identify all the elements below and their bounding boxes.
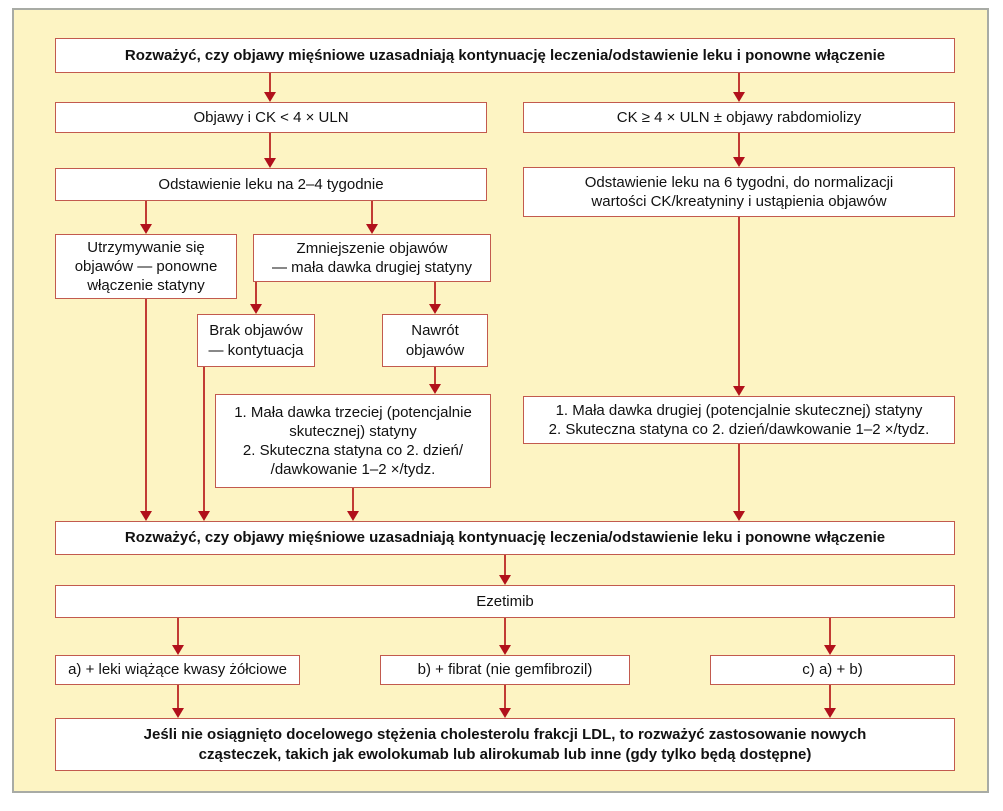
arrow-down <box>829 685 831 708</box>
box-ldl-new-drugs: Jeśli nie osiągnięto docelowego stężenia… <box>55 718 955 771</box>
box-option-c: c) a) + b) <box>710 655 955 685</box>
box-withdraw-6-weeks: Odstawienie leku na 6 tygodni, do normal… <box>523 167 955 217</box>
arrow-down <box>504 555 506 575</box>
arrow-down <box>145 299 147 511</box>
arrow-down <box>434 367 436 384</box>
arrow-down <box>352 488 354 511</box>
arrow-down <box>269 133 271 158</box>
arrow-down <box>269 73 271 92</box>
box-symptoms-ck-low: Objawy i CK < 4 × ULN <box>55 102 487 133</box>
arrow-down <box>177 618 179 645</box>
box-consider-top: Rozważyć, czy objawy mięśniowe uzasadnia… <box>55 38 955 73</box>
arrow-down <box>203 367 205 511</box>
box-second-statin-options: 1. Mała dawka drugiej (potencjalnie skut… <box>523 396 955 444</box>
arrow-down <box>504 618 506 645</box>
box-ezetimib: Ezetimib <box>55 585 955 618</box>
arrow-down <box>504 685 506 708</box>
box-option-a: a) + leki wiążące kwasy żółciowe <box>55 655 300 685</box>
arrow-down <box>434 282 436 304</box>
box-no-symptoms-continue: Brak objawów — kontytuacja <box>197 314 315 367</box>
box-symptoms-relapse: Nawrót objawów <box>382 314 488 367</box>
box-ck-high-rhabdomyolysis: CK ≥ 4 × ULN ± objawy rabdomiolizy <box>523 102 955 133</box>
arrow-down <box>145 201 147 224</box>
arrow-down <box>738 133 740 157</box>
arrow-down <box>829 618 831 645</box>
arrow-down <box>738 217 740 386</box>
arrow-down <box>371 201 373 224</box>
box-withdraw-2-4-weeks: Odstawienie leku na 2–4 tygodnie <box>55 168 487 201</box>
arrow-down <box>177 685 179 708</box>
box-option-b: b) + fibrat (nie gemfibrozil) <box>380 655 630 685</box>
box-symptoms-decrease: Zmniejszenie objawów — mała dawka drugie… <box>253 234 491 282</box>
arrow-down <box>255 282 257 304</box>
box-symptoms-persist: Utrzymywanie się objawów — ponowne włącz… <box>55 234 237 299</box>
box-third-statin-options: 1. Mała dawka trzeciej (potencjalnie sku… <box>215 394 491 488</box>
box-consider-bottom: Rozważyć, czy objawy mięśniowe uzasadnia… <box>55 521 955 555</box>
arrow-down <box>738 73 740 92</box>
arrow-down <box>738 444 740 511</box>
